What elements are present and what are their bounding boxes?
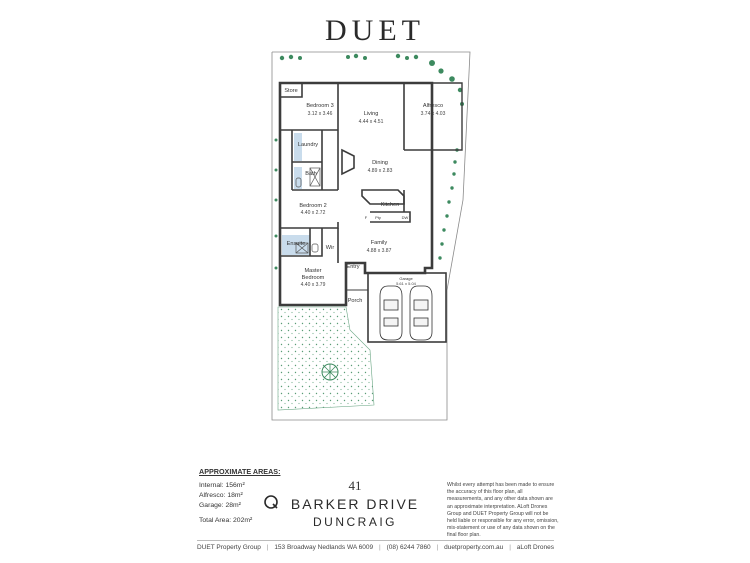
footer-phone[interactable]: (08) 6244 7860 [386,544,431,551]
label-bedroom3: Bedroom 3 [306,103,333,109]
footer-separator: | [266,544,269,551]
footer-separator: | [436,544,439,551]
property-address: 41 BARKER DRIVE DUNCRAIG [255,478,455,529]
label-bath: Bath [305,171,317,177]
wet-areas [282,133,310,255]
disclaimer: Whilst every attempt has been made to en… [447,482,559,539]
house-walls [278,81,434,307]
dim-dining: 4.89 x 2.83 [368,168,393,174]
dim-bedroom3: 3.12 x 3.46 [308,111,333,117]
area-alfresco: Alfresco: 18m² [199,492,243,499]
dim-living: 4.44 x 4.51 [359,119,384,125]
footer-company: DUET Property Group [197,544,261,551]
address-street: BARKER DRIVE [290,496,420,512]
footer-website[interactable]: duetproperty.com.au [444,544,504,551]
label-pantry: Pty [375,215,381,220]
dim-family: 4.88 x 3.87 [367,248,392,254]
dim-master: 4.40 x 3.79 [301,282,326,288]
label-kitchen: Kitchen [381,202,400,208]
dim-garage: 5.61 x 5.04 [396,281,417,286]
label-dining: Dining [372,160,388,166]
label-entry: Entry [346,264,359,270]
footer-address: 153 Broadway Nedlands WA 6009 [274,544,374,551]
label-family: Family [371,240,388,246]
hedge-side [438,148,459,260]
footer-separator: | [378,544,381,551]
approximate-areas: APPROXIMATE AREAS: Internal: 156m² Alfre… [199,467,280,526]
areas-heading: APPROXIMATE AREAS: [199,467,281,476]
area-total: Total Area: 202m² [199,517,253,524]
hedge-rear [279,53,464,106]
dim-alfresco: 3.74 x 4.03 [421,111,446,117]
garage [367,272,447,343]
footer-credit: aLoft Drones [516,544,554,551]
label-laundry: Laundry [298,142,318,148]
label-fridge: F [365,215,368,220]
label-bedroom2: Bedroom 2 [299,203,326,209]
footer-separator: | [509,544,511,551]
brand-logo: DUET [325,14,425,47]
lot-boundary [271,51,471,421]
label-dishwasher: DW [402,215,409,220]
label-living: Living [364,111,379,117]
shrub-left [274,138,278,270]
label-ensuite: Ensuite [287,241,306,247]
address-number: 41 [348,478,362,493]
label-alfresco: Alfresco [423,103,443,109]
footer-divider [197,540,554,541]
dim-bedroom2: 4.40 x 2.72 [301,210,326,216]
label-master-2: Bedroom [302,275,325,281]
label-porch: Porch [348,298,363,304]
footer: DUET Property Group | 153 Broadway Nedla… [197,544,554,551]
label-wir: Wir [326,245,335,251]
ensuite-fixtures [295,242,319,254]
garden-front [277,306,375,411]
address-suburb: DUNCRAIG [312,515,397,529]
area-internal: Internal: 156m² [199,482,245,489]
interior-walls [279,83,411,290]
label-master-1: Master [304,268,321,274]
alfresco-area [404,82,463,151]
label-garage: Garage [399,276,413,281]
duet-q-logo-icon [264,495,278,509]
label-store: Store [284,88,297,94]
bath-fixtures [295,167,321,188]
area-garage: Garage: 28m² [199,502,241,509]
